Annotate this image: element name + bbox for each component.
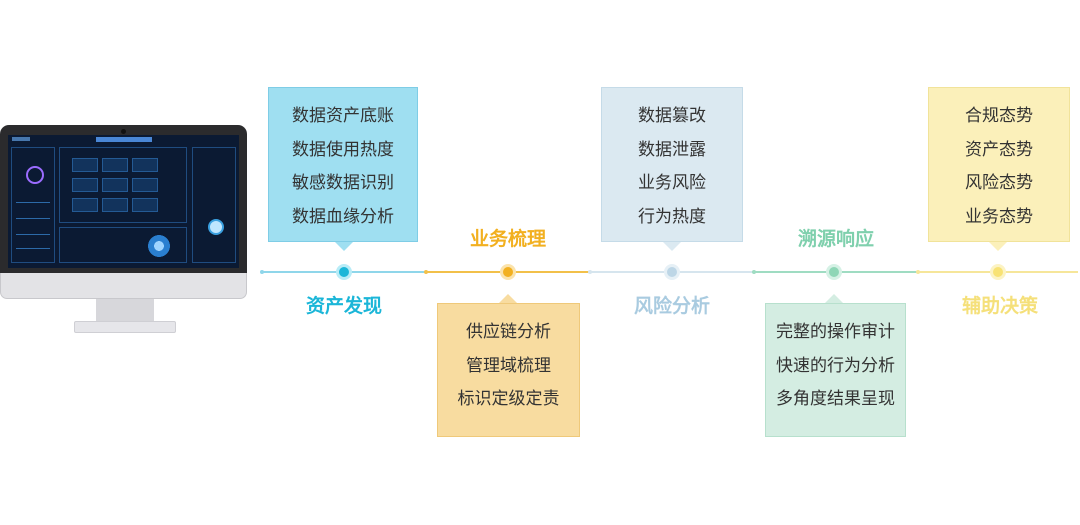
dashboard-card	[132, 198, 158, 212]
dashboard-center-panel	[59, 147, 187, 223]
radial-chart-icon	[142, 229, 176, 263]
stage-1-item: 数据资产底账	[292, 106, 394, 126]
stage-2-node	[500, 264, 516, 280]
dashboard-card	[102, 178, 128, 192]
dashboard-card	[102, 198, 128, 212]
dashboard-divider	[16, 202, 50, 203]
stage-1-item: 数据使用热度	[292, 139, 394, 160]
stage-2-title: 业务梳理	[469, 228, 546, 250]
stage-3-pointer	[663, 242, 681, 251]
stage-1-item: 数据血缘分析	[292, 206, 394, 227]
stage-3-item: 数据篡改	[638, 106, 706, 126]
dashboard-card	[72, 158, 98, 172]
stage-3-item: 行为热度	[638, 206, 706, 227]
stage-2-item: 供应链分析	[466, 322, 551, 342]
stage-3-box: 数据篡改 数据泄露 业务风险 行为热度	[601, 87, 743, 242]
monitor-bezel	[0, 125, 247, 273]
dashboard-title-bar	[96, 137, 152, 142]
dashboard-screenshot	[8, 135, 239, 268]
dashboard-right-panel	[192, 147, 236, 263]
dashboard-card	[132, 158, 158, 172]
gauge-icon	[208, 219, 224, 235]
stage-5-title: 辅助决策	[961, 295, 1038, 317]
dashboard-card	[72, 198, 98, 212]
stage-3-node	[664, 264, 680, 280]
stage-4-item: 快速的行为分析	[776, 355, 895, 376]
stage-1-node	[336, 264, 352, 280]
monitor-neck	[96, 299, 154, 321]
dashboard-left-panel	[11, 147, 55, 263]
stage-5-node	[990, 264, 1006, 280]
stage-3-title: 风险分析	[633, 295, 710, 317]
stage-1-box: 数据资产底账 数据使用热度 敏感数据识别 数据血缘分析	[268, 87, 418, 242]
stage-4-pointer	[825, 294, 843, 303]
stage-2-box: 供应链分析 管理域梳理 标识定级定责	[437, 303, 580, 437]
dashboard-card	[132, 178, 158, 192]
dashboard-divider	[16, 218, 50, 219]
timeline-tick	[588, 270, 592, 274]
dashboard-card	[72, 178, 98, 192]
dashboard-divider	[16, 248, 50, 249]
stage-5-item: 业务态势	[965, 206, 1033, 227]
stage-1-item: 敏感数据识别	[292, 173, 394, 193]
monitor-stand	[74, 321, 176, 333]
timeline-tick	[424, 270, 428, 274]
monitor-illustration	[0, 125, 248, 335]
stage-5-box: 合规态势 资产态势 风险态势 业务态势	[928, 87, 1070, 242]
monitor-chin	[0, 273, 247, 299]
monitor-camera	[121, 129, 126, 134]
stage-4-title: 溯源响应	[797, 228, 874, 250]
timeline-tick	[916, 270, 920, 274]
stage-4-item: 多角度结果呈现	[776, 389, 895, 409]
dashboard-divider	[16, 234, 50, 235]
stage-4-box: 完整的操作审计 快速的行为分析 多角度结果呈现	[765, 303, 906, 437]
stage-3-item: 业务风险	[638, 173, 706, 193]
ring-chart-icon	[26, 166, 44, 184]
dashboard-bottom-panel	[59, 227, 187, 263]
stage-2-item: 标识定级定责	[457, 389, 560, 409]
stage-3-item: 数据泄露	[638, 139, 706, 160]
dashboard-logo	[12, 137, 30, 141]
stage-5-item: 资产态势	[965, 139, 1033, 160]
stage-4-node	[826, 264, 842, 280]
stage-1-pointer	[335, 242, 353, 251]
timeline-tick	[752, 270, 756, 274]
stage-5-pointer	[989, 242, 1007, 251]
dashboard-card	[102, 158, 128, 172]
stage-4-item: 完整的操作审计	[776, 322, 895, 342]
stage-1-title: 资产发现	[305, 295, 382, 317]
stage-2-pointer	[499, 294, 517, 303]
timeline-tick	[260, 270, 264, 274]
stage-2-item: 管理域梳理	[466, 355, 551, 376]
stage-5-item: 风险态势	[965, 173, 1033, 193]
stage-5-item: 合规态势	[965, 106, 1033, 126]
